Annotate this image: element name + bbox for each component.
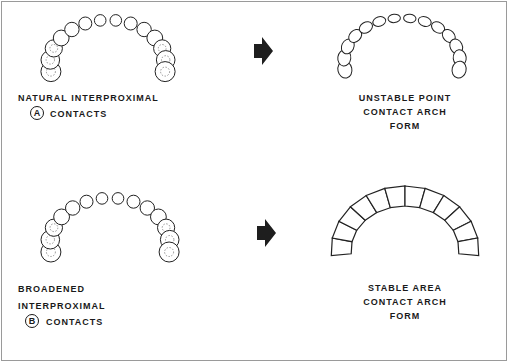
tooth-detail: [50, 45, 58, 53]
tooth: [110, 15, 122, 27]
caption-text: UNSTABLE POINT CONTACT ARCH FORM: [350, 91, 460, 133]
tooth: [112, 193, 124, 205]
caption-text: NATURAL INTERPROXIMAL: [18, 91, 238, 105]
letter: A: [34, 109, 41, 118]
tooth: [357, 19, 374, 35]
tooth: [450, 60, 468, 80]
arrow-bottom: [257, 219, 276, 247]
circled-letter: B: [25, 314, 39, 328]
tooth: [124, 17, 137, 30]
tooth: [159, 242, 179, 262]
tooth: [65, 22, 79, 36]
circled-letter: A: [30, 106, 44, 120]
caption-text: CONTACTS: [46, 315, 166, 329]
tooth: [403, 14, 416, 24]
tooth-block: [385, 186, 405, 208]
tooth: [94, 15, 106, 27]
dental-arches: [41, 14, 479, 262]
tooth-block: [458, 238, 479, 256]
tooth: [127, 195, 140, 208]
letter: B: [29, 317, 36, 326]
tooth: [388, 14, 401, 24]
tooth-detail: [165, 248, 174, 257]
caption-text: CONTACTS: [50, 107, 170, 121]
tooth: [372, 15, 387, 28]
tooth-detail: [161, 67, 170, 76]
caption-text: STABLE AREA CONTACT ARCH FORM: [350, 281, 460, 323]
arrow-top: [254, 37, 273, 65]
tooth: [80, 195, 93, 208]
tooth-detail: [50, 224, 58, 232]
tooth: [79, 17, 92, 30]
caption-text: BROADENED INTERPROXIMAL: [18, 281, 118, 315]
tooth: [417, 15, 432, 28]
tooth: [155, 62, 175, 82]
tooth: [96, 193, 108, 205]
tooth: [66, 201, 80, 215]
